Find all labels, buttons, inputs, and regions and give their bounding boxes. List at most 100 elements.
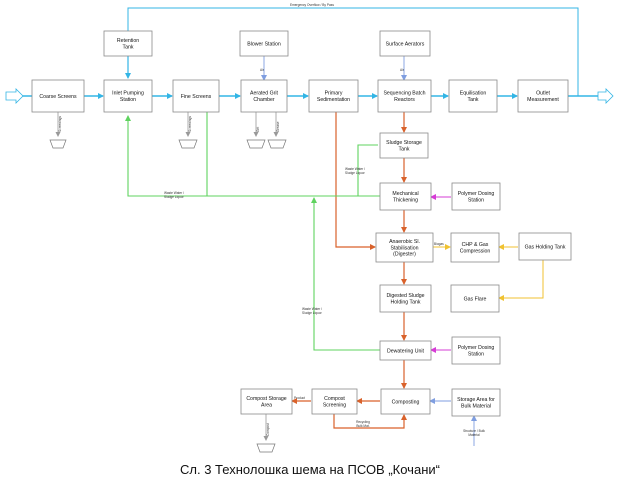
- unit-box: [379, 30, 431, 57]
- waste-water-label-2b: Sludge Liquor: [345, 171, 366, 175]
- unit-box: [103, 30, 153, 57]
- unit-box: [379, 340, 432, 361]
- unit-box: [377, 79, 432, 113]
- unit-label: Retention: [117, 38, 139, 44]
- unit-label: Tank: [399, 146, 410, 152]
- recycling-label-b: Bulk Mat.: [356, 424, 369, 428]
- waste-bins: [49, 139, 287, 453]
- structure-label-b: Material: [468, 433, 480, 437]
- waste-bin: [256, 443, 276, 453]
- flow-primary-digester: [335, 112, 376, 250]
- flow-liquor-main: [125, 115, 380, 197]
- unit-box: [448, 79, 498, 113]
- unit-label: Anaerobic Sl.: [389, 239, 420, 245]
- inlet-arrow: [5, 88, 24, 104]
- waste-bin: [246, 139, 266, 149]
- unit-label: Storage Area for: [457, 397, 495, 403]
- unit-label: Outlet: [536, 91, 550, 97]
- unit-label: Gas Holding Tank: [525, 244, 566, 250]
- unit-label: Screening: [323, 402, 346, 408]
- unit-box: [239, 30, 289, 57]
- product-label: Product: [294, 396, 305, 400]
- air-label-2: Air: [400, 68, 405, 72]
- overflow-label: Emergency Overflow / By Pass: [290, 3, 334, 7]
- waste-bin: [49, 139, 67, 149]
- screenings-label-1: Screenings: [58, 116, 62, 132]
- unit-box: [240, 388, 293, 415]
- unit-box: [380, 388, 431, 415]
- unit-label: Thickening: [393, 197, 418, 203]
- unit-label: Inlet Pumping: [112, 91, 144, 97]
- outlet-arrow: [597, 88, 614, 104]
- figure-caption: Сл. 3 Технолошка шема на ПСОВ „Кочани“: [180, 462, 440, 477]
- unit-box: [311, 388, 358, 415]
- unit-label: Sludge Storage: [386, 140, 422, 146]
- unit-box: [450, 232, 500, 263]
- unit-blower: Blower Station: [239, 30, 289, 57]
- screenings-label-2: Screenings: [188, 116, 192, 132]
- unit-label: Dewatering Unit: [387, 348, 424, 354]
- flow-liquor-storage: [357, 144, 378, 196]
- unit-label: Digested Sludge: [386, 293, 424, 299]
- structure-label-a: Structure / Bulk: [463, 429, 485, 433]
- waste-bin: [178, 139, 198, 149]
- compost-out-label: Compost: [266, 423, 270, 436]
- recycling-label-a: Recycling: [356, 420, 370, 424]
- biogas-label: Biogas: [434, 242, 444, 246]
- flow-liquor-dewater: [311, 197, 380, 351]
- waste-water-label-1a: Waste Water /: [164, 191, 184, 195]
- grit-label: Grit: [256, 127, 260, 132]
- unit-label: Reactors: [394, 97, 415, 103]
- unit-box: [517, 79, 569, 113]
- unit-label: Compression: [460, 248, 491, 254]
- air-label-1: Air: [260, 68, 265, 72]
- unit-label: Polymer Dosing: [458, 191, 495, 197]
- waste-bin: [267, 139, 287, 149]
- unit-label: Station: [468, 351, 484, 357]
- unit-box: [379, 132, 429, 159]
- unit-label: Aerated Grit: [250, 91, 279, 97]
- unit-dewater: Dewatering Unit: [379, 340, 432, 361]
- unit-fine: Fine Screens: [172, 79, 220, 113]
- waste-water-label-3a: Waste Water /: [302, 307, 322, 311]
- unit-label: Area: [261, 402, 272, 408]
- unit-label: Fine Screens: [181, 94, 212, 100]
- unit-label: Station: [120, 97, 136, 103]
- unit-label: (Digester): [393, 252, 416, 258]
- unit-box: [308, 79, 359, 113]
- unit-box: [518, 232, 572, 261]
- unit-box: [375, 232, 434, 263]
- unit-composting: Composting: [380, 388, 431, 415]
- unit-box: [450, 284, 500, 313]
- grease-label: Grease: [276, 121, 280, 132]
- unit-label: Equilisation: [460, 91, 487, 97]
- unit-label: Compost: [324, 396, 345, 402]
- unit-label: Coarse Screens: [39, 94, 77, 100]
- unit-label: Polymer Dosing: [458, 345, 495, 351]
- unit-label: Gas Flare: [464, 296, 487, 302]
- unit-label: Station: [468, 197, 484, 203]
- unit-label: Tank: [468, 97, 479, 103]
- unit-label: CHP & Gas: [462, 242, 489, 248]
- unit-label: Tank: [123, 44, 134, 50]
- unit-box: [31, 79, 85, 113]
- waste-water-label-1b: Sludge Liquor: [164, 195, 185, 199]
- unit-gasholder: Gas Holding Tank: [518, 232, 572, 261]
- unit-box: [240, 79, 288, 113]
- unit-box: [379, 284, 432, 313]
- unit-label: Primary: [325, 91, 343, 97]
- unit-label: Chamber: [253, 97, 275, 103]
- unit-label: Composting: [392, 399, 420, 405]
